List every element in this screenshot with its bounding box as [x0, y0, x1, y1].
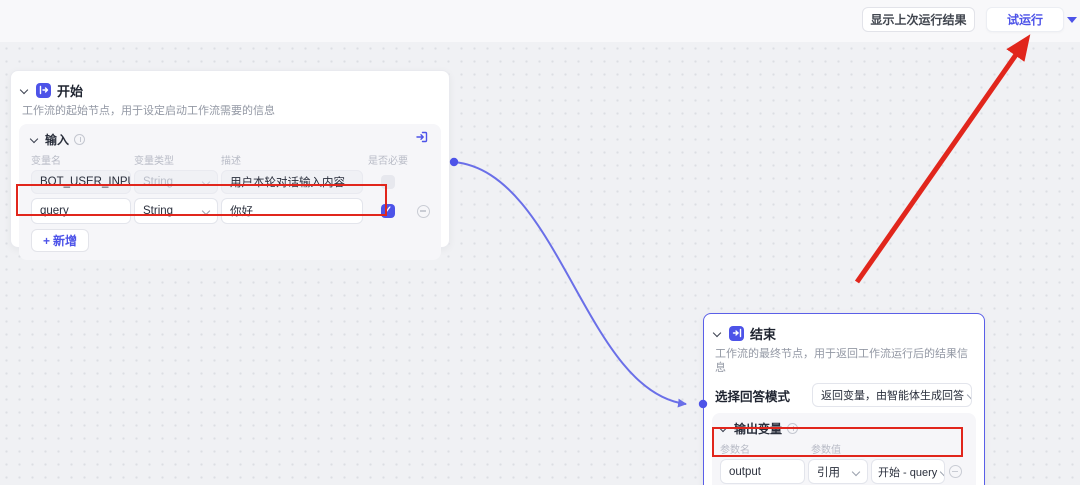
section-collapse-chevron-icon[interactable] — [29, 134, 39, 144]
input-section-title: 输入 — [45, 132, 70, 147]
input-column-headers: 变量名 变量类型 描述 是否必要 — [31, 156, 408, 167]
answer-mode-select[interactable]: 返回变量，由智能体生成回答 — [812, 383, 972, 407]
remove-row-button[interactable] — [948, 465, 962, 478]
import-icon[interactable] — [415, 130, 429, 149]
section-collapse-chevron-icon[interactable] — [718, 423, 728, 433]
input-row-bot-user-input: BOT_USER_INPUT String 用户本轮对话输入内容 — [31, 170, 429, 194]
param-mode-select[interactable]: 引用 — [808, 459, 868, 484]
param-value-select[interactable]: 开始 - query — [871, 459, 945, 484]
end-node[interactable]: 结束 工作流的最终节点，用于返回工作流运行后的结果信息 选择回答模式 返回变量，… — [703, 313, 985, 485]
info-icon[interactable] — [74, 133, 86, 145]
chevron-down-icon — [1067, 16, 1077, 23]
connector-start-to-end[interactable] — [453, 161, 687, 408]
test-run-dropdown-button[interactable] — [1064, 7, 1080, 32]
chevron-down-icon — [940, 467, 944, 476]
end-node-description: 工作流的最终节点，用于返回工作流运行后的结果信息 — [715, 348, 968, 374]
output-column-headers: 参数名 参数值 — [720, 445, 841, 456]
variable-desc-input[interactable]: 你好 — [221, 198, 363, 224]
end-node-header: 结束 — [704, 314, 984, 342]
input-section: 输入 变量名 变量类型 描述 是否必要 BOT_USER_INPUT Strin… — [19, 124, 441, 260]
variable-name-input[interactable]: query — [31, 198, 131, 224]
start-output-port[interactable] — [449, 157, 459, 167]
info-icon[interactable] — [787, 422, 799, 434]
answer-mode-label: 选择回答模式 — [715, 389, 791, 404]
variable-type-select: String — [134, 170, 218, 194]
end-input-port[interactable] — [698, 399, 708, 409]
remove-row-button[interactable] — [416, 204, 430, 218]
variable-name-field: BOT_USER_INPUT — [31, 170, 131, 194]
collapse-chevron-icon[interactable] — [19, 85, 29, 95]
required-checkbox — [381, 175, 395, 189]
chevron-down-icon — [201, 206, 211, 216]
param-name-input[interactable]: output — [720, 459, 805, 484]
collapse-chevron-icon[interactable] — [712, 328, 722, 338]
chevron-down-icon — [851, 467, 861, 476]
end-node-icon — [729, 325, 744, 341]
output-row: output 引用 开始 - query — [720, 459, 968, 484]
output-section-title: 输出变量 — [734, 421, 783, 436]
show-last-run-button[interactable]: 显示上次运行结果 — [862, 7, 975, 32]
variable-type-select[interactable]: String — [134, 198, 218, 224]
start-node[interactable]: 开始 工作流的起始节点，用于设定启动工作流需要的信息 输入 变量名 变量类型 描… — [10, 70, 450, 260]
top-toolbar: 显示上次运行结果 试运行 — [0, 0, 1080, 42]
chevron-down-icon — [966, 390, 971, 400]
start-node-icon — [36, 82, 51, 98]
required-checkbox[interactable]: ✓ — [381, 204, 395, 218]
chevron-down-icon — [201, 177, 211, 187]
end-node-title: 结束 — [750, 326, 777, 342]
output-section: 输出变量 参数名 参数值 output 引用 开始 - query + 新增 — [712, 413, 976, 485]
variable-desc-field: 用户本轮对话输入内容 — [221, 170, 363, 194]
start-node-header: 开始 — [11, 71, 449, 99]
start-node-description: 工作流的起始节点，用于设定启动工作流需要的信息 — [22, 105, 275, 117]
input-row-query: query String 你好 ✓ — [31, 198, 430, 224]
start-node-title: 开始 — [57, 83, 84, 99]
plus-icon: + — [42, 233, 50, 248]
test-run-button[interactable]: 试运行 — [986, 7, 1064, 32]
add-variable-button[interactable]: + 新增 — [31, 229, 89, 252]
